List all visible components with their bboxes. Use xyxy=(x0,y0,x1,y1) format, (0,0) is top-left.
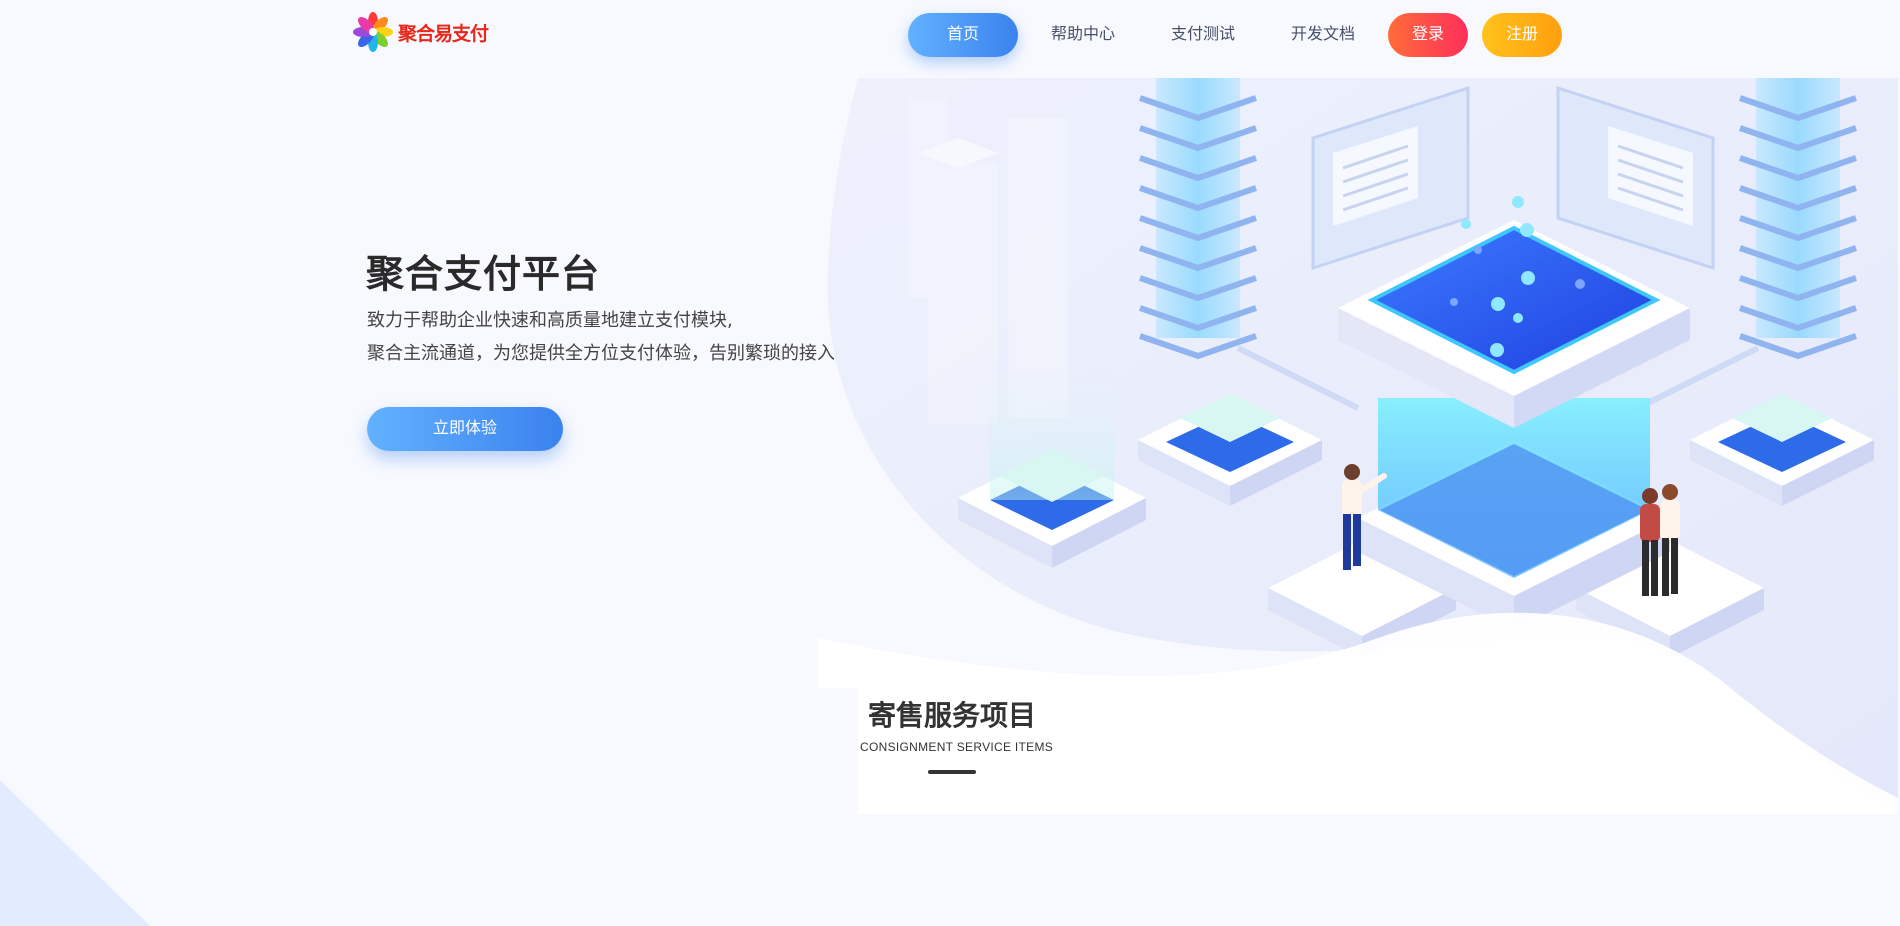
nav-home[interactable]: 首页 xyxy=(908,13,1018,57)
hero-description-line-2: 聚合主流通道，为您提供全方位支付体验，告别繁琐的接入流程 xyxy=(367,343,871,364)
person-figure-right xyxy=(1640,484,1680,596)
nav-dev-docs[interactable]: 开发文档 xyxy=(1290,26,1355,43)
try-now-button[interactable]: 立即体验 xyxy=(367,407,563,451)
top-header: 聚合易支付 首页 帮助中心 支付测试 开发文档 登录 注册 xyxy=(0,0,1900,72)
register-button[interactable]: 注册 xyxy=(1482,13,1562,57)
isometric-server-illustration xyxy=(818,78,1898,814)
person-figure-left xyxy=(1342,464,1387,570)
section-divider xyxy=(928,770,976,774)
nav-help-center[interactable]: 帮助中心 xyxy=(1050,26,1115,43)
flower-logo-icon xyxy=(353,12,393,52)
brand-logo[interactable]: 聚合易支付 xyxy=(352,10,489,54)
hero-title: 聚合支付平台 xyxy=(366,252,601,296)
main-nav: 首页 帮助中心 支付测试 开发文档 登录 注册 xyxy=(908,13,1562,57)
nav-payment-test[interactable]: 支付测试 xyxy=(1170,26,1235,43)
section-title: 寄售服务项目 xyxy=(868,699,1037,732)
login-button[interactable]: 登录 xyxy=(1388,13,1468,57)
brand-name: 聚合易支付 xyxy=(398,22,489,45)
hero-description-line-1: 致力于帮助企业快速和高质量地建立支付模块, xyxy=(367,310,733,331)
section-subtitle: CONSIGNMENT SERVICE ITEMS xyxy=(860,740,1054,754)
corner-decoration xyxy=(0,780,150,926)
